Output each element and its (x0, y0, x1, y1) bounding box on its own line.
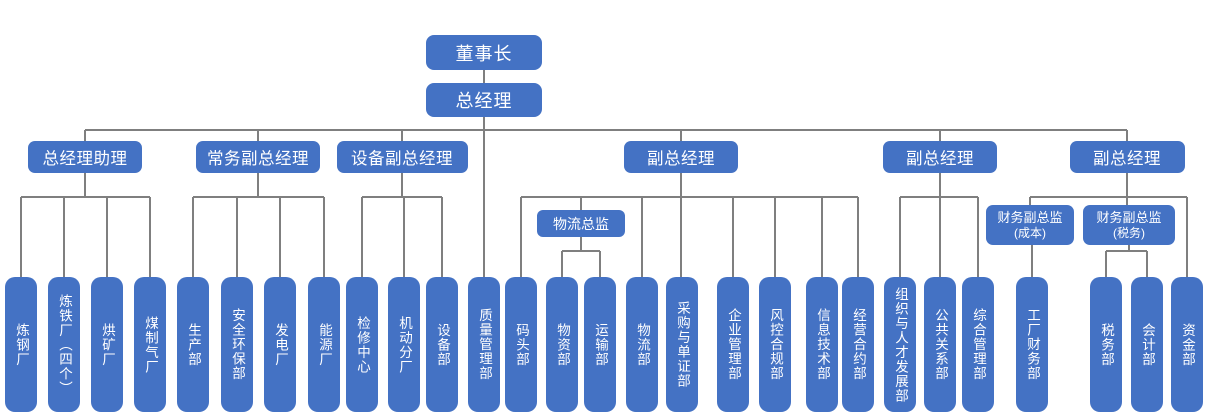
node-general-mgmt-dept: 综合管理部 (962, 277, 994, 412)
node-finance-deputy-director-cost: 财务副总监(成本) (986, 205, 1074, 245)
node-procurement-docs-dept: 采购与单证部 (666, 277, 698, 412)
node-it-dept: 信息技术部 (806, 277, 838, 412)
node-transport-dept: 运输部 (584, 277, 616, 412)
node-production-dept-label: 生产部 (186, 322, 201, 367)
node-general-manager: 总经理 (426, 83, 542, 117)
node-safety-env-dept: 安全环保部 (221, 277, 253, 412)
node-mobile-branch-plant: 机动分厂 (388, 277, 420, 412)
node-enterprise-mgmt-dept-label: 企业管理部 (726, 308, 741, 381)
node-dock-dept-label: 码头部 (514, 322, 529, 367)
node-deputy-gm-2: 副总经理 (883, 141, 997, 173)
node-business-contract-dept: 经营合约部 (842, 277, 874, 412)
node-quality-mgmt-dept-label: 质量管理部 (477, 308, 492, 381)
node-finance-deputy-director-cost-label: 财务副总监 (997, 210, 1063, 225)
node-gm-assistant: 总经理助理 (28, 141, 142, 173)
node-public-relations-dept: 公共关系部 (924, 277, 956, 412)
node-maintenance-center: 检修中心 (346, 277, 378, 412)
node-ore-roasting-plant: 烘矿厂 (91, 277, 123, 412)
node-finance-deputy-director-cost-sublabel: (成本) (1014, 225, 1046, 240)
node-safety-env-dept-label: 安全环保部 (230, 308, 245, 381)
node-equipment-deputy-gm: 设备副总经理 (336, 141, 468, 173)
node-general-manager-label: 总经理 (455, 91, 513, 111)
node-general-mgmt-dept-label: 综合管理部 (971, 308, 986, 381)
node-steel-plant-label: 炼钢厂 (14, 322, 29, 367)
node-gm-assistant-label: 总经理助理 (42, 150, 128, 168)
node-iron-plant-label: 炼铁厂（四个） (57, 293, 72, 396)
node-logistics-dept: 物流部 (626, 277, 658, 412)
node-treasury-dept-label: 资金部 (1180, 322, 1195, 367)
node-power-plant-label: 发电厂 (273, 322, 288, 367)
node-enterprise-mgmt-dept: 企业管理部 (717, 277, 749, 412)
node-executive-deputy-gm: 常务副总经理 (196, 141, 320, 173)
node-equipment-deputy-gm-label: 设备副总经理 (351, 150, 453, 168)
node-materials-dept-label: 物资部 (555, 322, 570, 367)
node-steel-plant: 炼钢厂 (5, 277, 37, 412)
node-org-talent-dept-label: 组织与人才发展部 (893, 286, 908, 403)
node-executive-deputy-gm-label: 常务副总经理 (207, 150, 309, 168)
node-production-dept: 生产部 (177, 277, 209, 412)
node-factory-finance-dept-label: 工厂财务部 (1025, 308, 1040, 381)
node-coal-gas-plant-label: 煤制气厂 (143, 315, 158, 374)
node-tax-dept-label: 税务部 (1099, 322, 1114, 367)
node-logistics-director-label: 物流总监 (553, 215, 609, 232)
node-mobile-branch-plant-label: 机动分厂 (397, 315, 412, 374)
node-treasury-dept: 资金部 (1171, 277, 1203, 412)
node-org-talent-dept: 组织与人才发展部 (884, 277, 916, 412)
node-deputy-gm-3: 副总经理 (1069, 141, 1185, 173)
node-procurement-docs-dept-label: 采购与单证部 (675, 301, 690, 388)
node-deputy-gm-2-label: 副总经理 (906, 150, 974, 168)
node-power-plant: 发电厂 (264, 277, 296, 412)
node-quality-mgmt-dept: 质量管理部 (468, 277, 500, 412)
node-coal-gas-plant: 煤制气厂 (134, 277, 166, 412)
node-accounting-dept-label: 会计部 (1140, 322, 1155, 367)
node-deputy-gm-1-label: 副总经理 (647, 150, 715, 168)
node-deputy-gm-3-label: 副总经理 (1093, 150, 1161, 168)
node-equipment-dept: 设备部 (426, 277, 458, 412)
node-chairman-label: 董事长 (455, 43, 513, 64)
node-finance-deputy-director-tax-label: 财务副总监 (1096, 210, 1162, 225)
node-energy-plant: 能源厂 (308, 277, 340, 412)
node-accounting-dept: 会计部 (1131, 277, 1163, 412)
node-logistics-dept-label: 物流部 (635, 322, 650, 367)
node-factory-finance-dept: 工厂财务部 (1016, 277, 1048, 412)
node-it-dept-label: 信息技术部 (815, 308, 830, 381)
node-transport-dept-label: 运输部 (593, 322, 608, 367)
node-maintenance-center-label: 检修中心 (355, 315, 370, 374)
node-finance-deputy-director-tax-sublabel: (税务) (1113, 225, 1145, 240)
node-risk-compliance-dept-label: 风控合规部 (768, 308, 783, 381)
node-deputy-gm-1: 副总经理 (624, 141, 738, 173)
node-iron-plant: 炼铁厂（四个） (48, 277, 80, 412)
node-risk-compliance-dept: 风控合规部 (759, 277, 791, 412)
node-ore-roasting-plant-label: 烘矿厂 (100, 322, 115, 367)
node-materials-dept: 物资部 (546, 277, 578, 412)
node-dock-dept: 码头部 (505, 277, 537, 412)
node-tax-dept: 税务部 (1090, 277, 1122, 412)
node-chairman: 董事长 (426, 35, 542, 70)
node-logistics-director: 物流总监 (537, 210, 625, 237)
node-public-relations-dept-label: 公共关系部 (933, 308, 948, 381)
node-energy-plant-label: 能源厂 (317, 322, 332, 367)
node-finance-deputy-director-tax: 财务副总监(税务) (1083, 205, 1175, 245)
node-business-contract-dept-label: 经营合约部 (851, 308, 866, 381)
node-equipment-dept-label: 设备部 (435, 322, 450, 367)
